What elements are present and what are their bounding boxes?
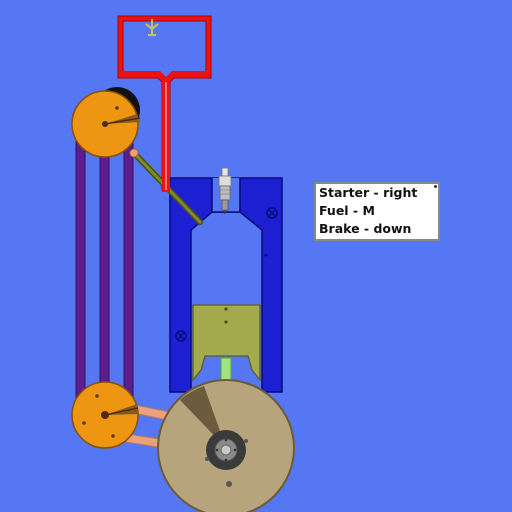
piston-rod — [220, 357, 232, 383]
valve-rod-joint — [129, 148, 139, 158]
top-pulley[interactable] — [71, 87, 141, 158]
bottom-pulley-indicator — [105, 404, 139, 415]
belt-left — [75, 124, 86, 416]
piston-body — [192, 304, 261, 382]
fuel-tank-funnel — [124, 69, 205, 77]
cylinder-rivet — [264, 253, 268, 257]
bottom-pulley-axle — [101, 411, 109, 419]
arrow-glyph-icon[interactable] — [145, 19, 159, 36]
flywheel[interactable] — [157, 379, 295, 512]
spark-plug-icon[interactable] — [218, 167, 232, 214]
flywheel-indicator — [180, 386, 226, 448]
top-pulley-axle — [102, 121, 108, 127]
starter-control-label: Starter - right — [319, 185, 418, 200]
drive-belts — [75, 124, 134, 416]
cylinder-screw-bottom — [175, 330, 187, 342]
piston — [192, 304, 261, 383]
bottom-pulley[interactable] — [71, 381, 139, 449]
controls-info-panel: Starter - right Fuel - M Brake - down — [314, 182, 440, 241]
fuel-line-core — [165, 82, 167, 190]
fuel-control-label: Fuel - M — [319, 203, 375, 218]
top-pulley-indicator — [105, 114, 140, 124]
panel-corner-dot — [434, 185, 437, 188]
fuel-tank-interior — [124, 22, 205, 69]
belt-right — [123, 124, 134, 416]
brake-control-label: Brake - down — [319, 221, 412, 236]
belt-middle — [99, 124, 110, 416]
cylinder-screw-top — [266, 207, 278, 219]
cylinder-head-notch — [211, 178, 241, 213]
flywheel-hub-center — [220, 444, 232, 456]
